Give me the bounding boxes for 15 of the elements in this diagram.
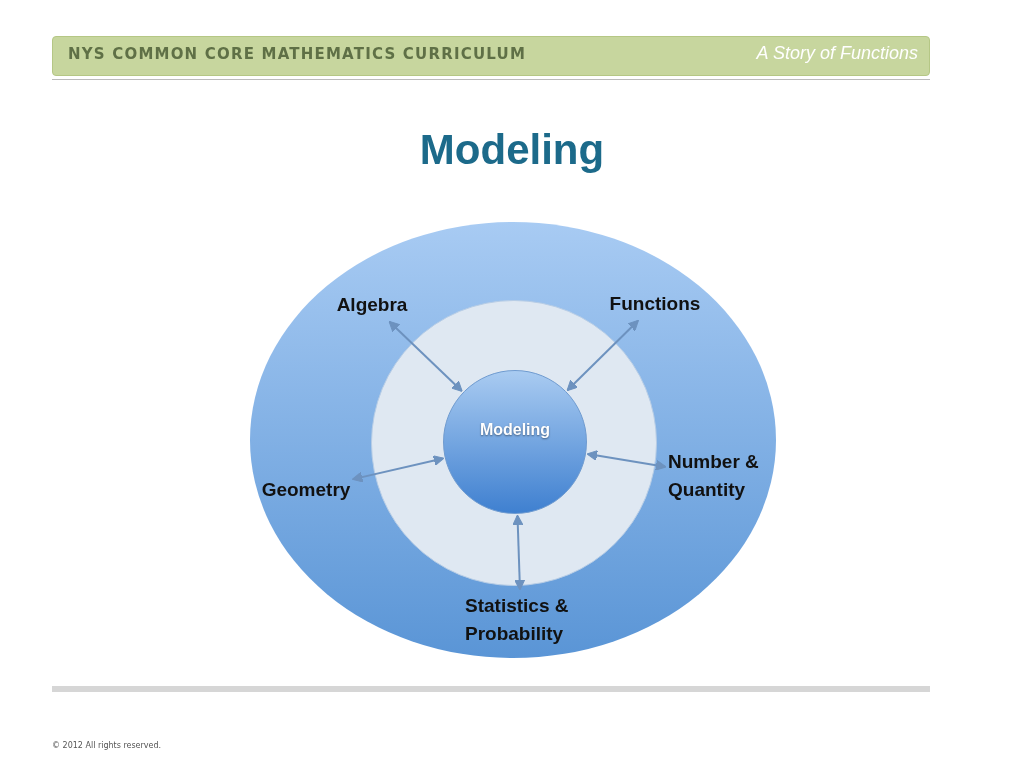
topic-label: Geometry (261, 479, 351, 500)
double-arrow (586, 450, 667, 471)
topic-label: Algebra (336, 294, 408, 315)
double-arrow (512, 514, 526, 591)
topic-label: Statistics & Probability (465, 595, 569, 644)
double-arrow (566, 319, 639, 392)
double-arrow (388, 320, 463, 392)
topic-label: Functions (609, 293, 701, 314)
slide-title: Modeling (418, 126, 606, 174)
topic-label: Number & Quantity (668, 451, 759, 500)
unit-title: A Story of Functions (756, 43, 918, 64)
circle-label: Modeling (478, 421, 552, 439)
curriculum-heading: NYS COMMON CORE MATHEMATICS CURRICULUM (68, 45, 527, 63)
copyright-note: © 2012 All rights reserved. (52, 741, 162, 750)
double-arrow (351, 455, 445, 483)
